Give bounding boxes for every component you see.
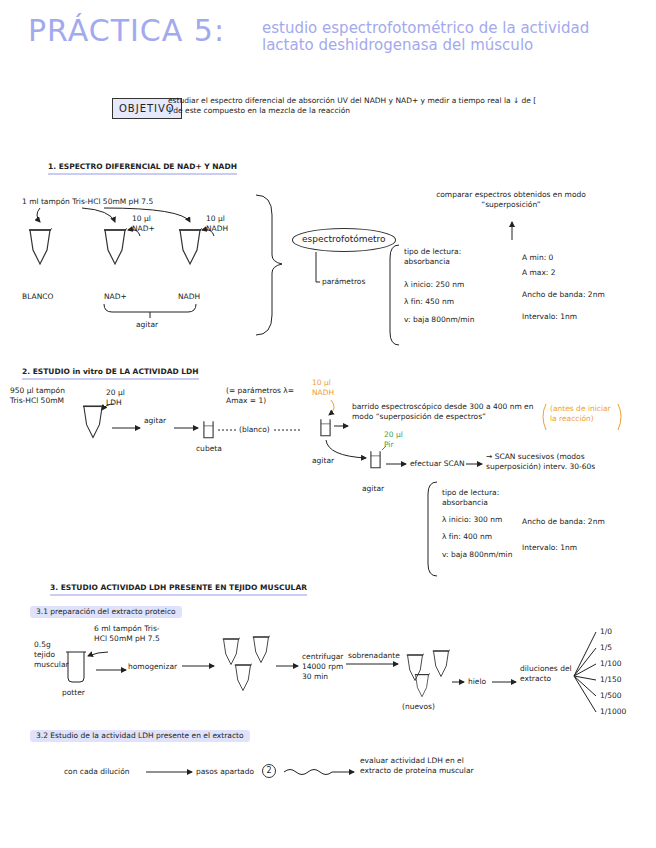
text-label: (blanco) <box>239 425 270 435</box>
text-label: con cada dilución <box>64 767 130 777</box>
text-label: Ancho de banda: 2nm <box>522 290 605 300</box>
text-label: 1/1000 <box>600 707 626 717</box>
text-label: comparar espectros obtenidos en modo “su… <box>436 190 586 210</box>
text-label: BLANCO <box>22 292 53 302</box>
text-label: cubeta <box>196 444 222 454</box>
text-label: hielo <box>468 677 486 687</box>
section-heading: 2. ESTUDIO in vitro DE LA ACTIVIDAD LDH <box>22 367 199 380</box>
node-text: 3.2 Estudio de la actividad LDH presente… <box>36 731 244 740</box>
text-label: 950 μl tampón Tris-HCl 50mM <box>10 386 76 406</box>
subtitle: estudio espectrofotométrico de la activi… <box>262 20 642 55</box>
text-label: centrifugar 14000 rpm 30 min <box>302 652 346 681</box>
text-label: efectuar SCAN <box>410 459 465 469</box>
text-label: sobrenadante <box>348 651 400 661</box>
text-label: 1/5 <box>600 643 612 653</box>
text-label: 1/100 <box>600 659 622 669</box>
text-label: 10 μl NAD+ <box>132 214 166 234</box>
text-label: λ inicio: 300 nm <box>442 515 502 525</box>
text-label: diluciones del extracto <box>520 664 572 684</box>
text-label: (nuevos) <box>402 702 435 712</box>
text-label: barrido espectroscópico desde 300 a 400 … <box>352 402 542 422</box>
text-label: evaluar actividad LDH en el extracto de … <box>360 756 492 776</box>
text-label: 1/0 <box>600 627 612 637</box>
text-label: 6 ml tampón Tris-HCl 50mM pH 7.5 <box>94 624 168 644</box>
text-label: 1 ml tampón Tris-HCl 50mM pH 7.5 <box>22 197 153 207</box>
node-text: 3.1 preparación del extracto proteico <box>36 607 176 616</box>
text-label: agitar <box>136 320 158 330</box>
subsection-band: 3.2 Estudio de la actividad LDH presente… <box>30 730 250 742</box>
text-label: Intervalo: 1nm <box>522 543 577 553</box>
text-label: tipo de lectura: absorbancia <box>442 488 546 508</box>
text-label: 20 μl LDH <box>106 388 140 408</box>
node-text: espectrofotómetro <box>302 234 386 244</box>
text-label: → SCAN sucesivos (modos superposición) i… <box>486 452 624 472</box>
text-label: parámetros <box>322 277 365 287</box>
text-label: 10 μl NADH <box>206 214 240 234</box>
text-label: tipo de lectura: absorbancia <box>404 247 508 267</box>
text-label: v: baja 800nm/min <box>404 315 474 325</box>
text-label: estudiar el espectro diferencial de abso… <box>168 96 540 116</box>
text-label: λ inicio: 250 nm <box>404 280 464 290</box>
text-label: agitar <box>362 484 384 494</box>
text-label: 0.5g tejido muscular <box>34 640 64 669</box>
text-label: Ancho de banda: 2nm <box>522 517 605 527</box>
text-label: homogenizar <box>128 662 177 672</box>
text-label: 1/150 <box>600 675 622 685</box>
note-orange: 10 μl NADH <box>312 378 346 398</box>
node-text: 2 <box>266 766 271 775</box>
note-green: 20 μl Pir <box>384 430 414 450</box>
text-label: (= parámetros λ= Amax = 1) <box>226 386 296 406</box>
text-label: A max: 2 <box>522 268 556 278</box>
section-heading: 1. ESPECTRO DIFERENCIAL DE NAD+ Y NADH <box>48 162 237 175</box>
text-label: agitar <box>144 416 166 426</box>
text-label: NADH <box>178 292 200 302</box>
step-circle: 2 <box>262 764 276 778</box>
subsection-band: 3.1 preparación del extracto proteico <box>30 606 182 618</box>
text-label: NAD+ <box>104 292 127 302</box>
page-title: PRÁCTICA 5: <box>28 14 225 47</box>
instrument-oval: espectrofotómetro <box>292 228 396 252</box>
text-label: λ fin: 400 nm <box>442 532 492 542</box>
text-label: 1/500 <box>600 691 622 701</box>
text-label: v: baja 800nm/min <box>442 550 512 560</box>
section-heading: 3. ESTUDIO ACTIVIDAD LDH PRESENTE EN TEJ… <box>50 583 307 596</box>
text-label: agitar <box>312 456 334 466</box>
text-label: potter <box>62 688 85 698</box>
text-label: A min: 0 <box>522 253 553 263</box>
text-label: pasos apartado <box>196 767 254 777</box>
note-orange: (antes de iniciar la reacción) <box>550 404 616 424</box>
node-text: OBJETIVO <box>119 103 175 114</box>
text-label: λ fin: 450 nm <box>404 297 454 307</box>
text-label: Intervalo: 1nm <box>522 312 577 322</box>
